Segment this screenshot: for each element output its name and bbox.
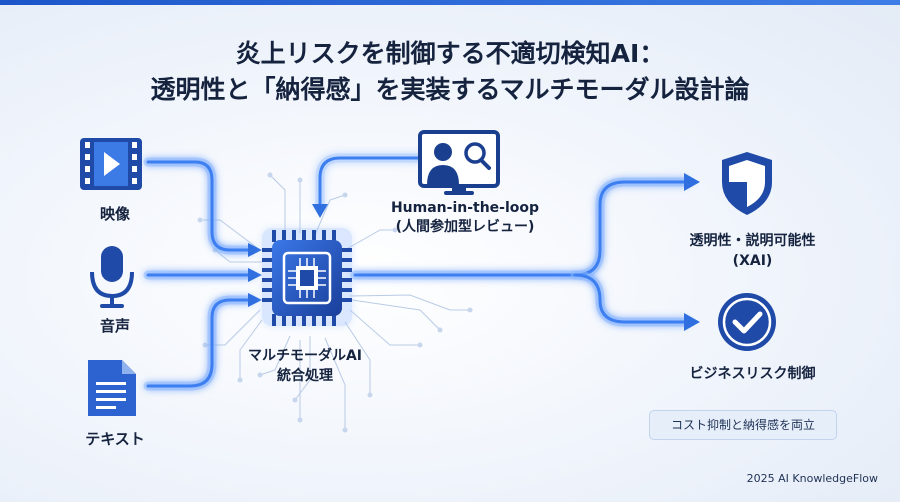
outcome-badge: コスト抑制と納得感を両立 (649, 410, 837, 440)
human-loop-flow (315, 153, 425, 210)
output-flow-lines (350, 177, 690, 327)
input-arrowheads (248, 243, 262, 307)
human-review-line-2: (人間参加型レビュー) (395, 219, 535, 235)
check-circle-icon (718, 293, 776, 351)
input-label-text: テキスト (85, 430, 145, 448)
processor-label: マルチモーダルAI 統合処理 (225, 346, 385, 386)
input-flow-lines (143, 157, 255, 391)
page-title: 炎上リスクを制御する不適切検知AI： 透明性と「納得感」を実装するマルチモーダル… (0, 36, 900, 108)
input-label-video: 映像 (99, 205, 130, 223)
processor-label-line-2: 統合処理 (277, 368, 333, 384)
title-line-1: 炎上リスクを制御する不適切検知AI： (235, 39, 665, 68)
title-line-2: 透明性と「納得感」を実装するマルチモーダル設計論 (150, 75, 750, 104)
video-icon (80, 138, 142, 190)
human-review-line-1: Human-in-the-loop (390, 200, 540, 216)
cpu-chip-icon (262, 228, 352, 326)
output-label-transparency-line-2: (XAI) (732, 253, 773, 269)
monitor-person-search-icon (418, 130, 500, 195)
processor-label-line-1: マルチモーダルAI (247, 348, 363, 364)
output-label-transparency: 透明性・説明可能性 (XAI) (645, 231, 860, 271)
top-accent-bar (0, 0, 900, 5)
human-loop-arrowhead (312, 204, 328, 218)
document-icon (88, 360, 136, 416)
human-review-label: Human-in-the-loop (人間参加型レビュー) (370, 199, 560, 237)
circuit-traces (200, 174, 470, 430)
microphone-icon (90, 246, 134, 308)
output-label-transparency-line-1: 透明性・説明可能性 (689, 233, 816, 249)
output-arrowheads (684, 173, 700, 331)
shield-icon (722, 152, 772, 215)
footer-credit: 2025 AI KnowledgeFlow (746, 472, 878, 485)
input-label-audio: 音声 (99, 317, 130, 335)
output-label-risk-control: ビジネスリスク制御 (689, 366, 816, 382)
